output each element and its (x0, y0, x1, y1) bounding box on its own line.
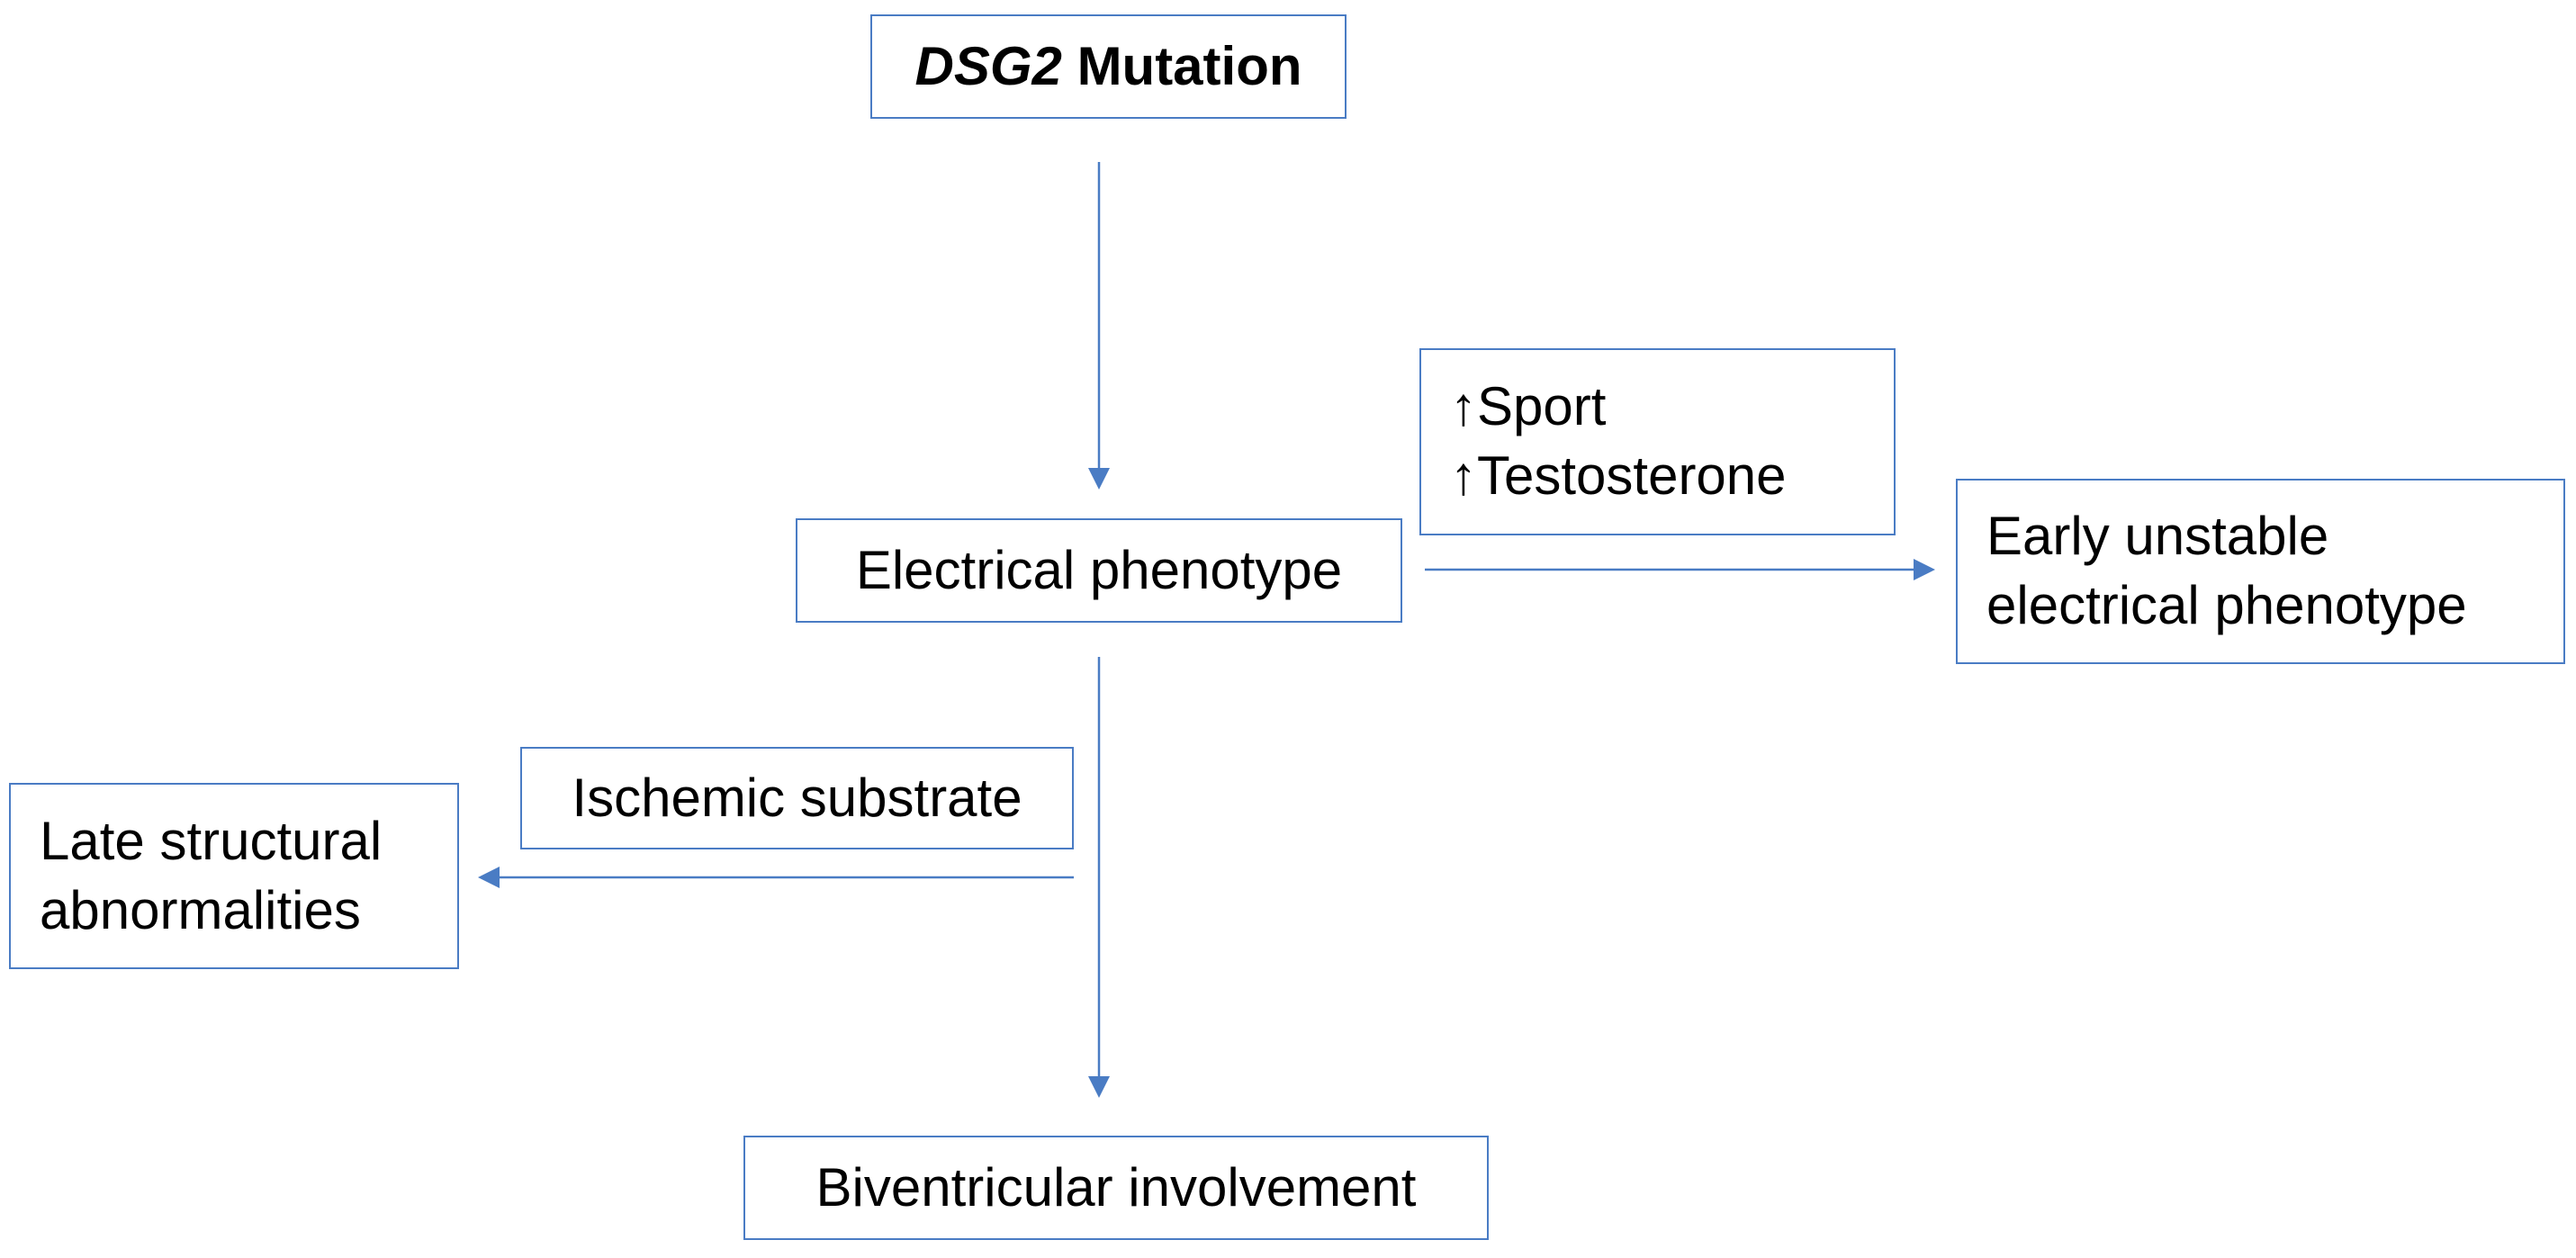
edge-electrical-to-early (1425, 559, 1935, 580)
edge-electrical-to-late (478, 867, 1074, 888)
gene-name: DSG2 (914, 35, 1062, 96)
edge-electrical-to-biventricular (1088, 657, 1110, 1098)
node-late-structural: Late structural abnormalities (9, 783, 459, 969)
electrical-phenotype-label: Electrical phenotype (855, 539, 1343, 600)
early-unstable-text: Early unstable electrical phenotype (1986, 502, 2467, 641)
node-early-unstable: Early unstable electrical phenotype (1956, 479, 2565, 664)
biventricular-label: Biventricular involvement (815, 1156, 1417, 1218)
modifiers-text: ↑Sport ↑Testosterone (1450, 373, 1787, 511)
ischemic-substrate-label: Ischemic substrate (572, 767, 1022, 828)
mutation-word: Mutation (1076, 35, 1302, 96)
late-structural-text: Late structural abnormalities (40, 807, 382, 946)
node-mutation-label: DSG2 Mutation (915, 32, 1302, 102)
node-modifiers: ↑Sport ↑Testosterone (1419, 348, 1896, 535)
node-electrical-phenotype: Electrical phenotype (796, 518, 1402, 623)
modifier-sport: ↑Sport (1450, 376, 1607, 437)
early-line-1: Early unstable (1986, 506, 2329, 567)
edge-mutation-to-electrical (1088, 162, 1110, 490)
early-line-2: electrical phenotype (1986, 575, 2467, 635)
late-line-1: Late structural (40, 810, 383, 871)
node-biventricular-involvement: Biventricular involvement (743, 1136, 1489, 1240)
node-ischemic-substrate: Ischemic substrate (520, 747, 1074, 849)
node-dsg2-mutation: DSG2 Mutation (870, 14, 1347, 119)
modifier-testosterone: ↑Testosterone (1450, 445, 1787, 506)
late-line-2: abnormalities (40, 879, 361, 940)
